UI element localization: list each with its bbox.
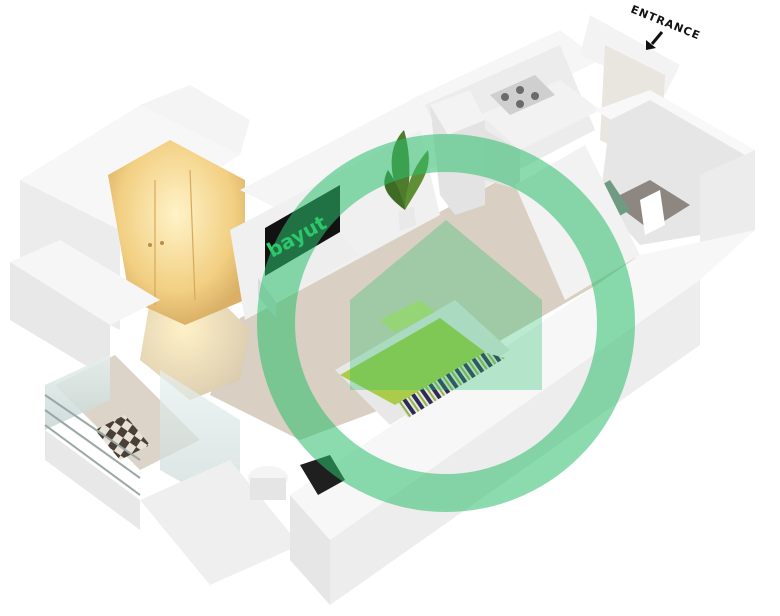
bed-pillow [380,300,435,333]
railing-bars [44,394,141,496]
kitchen-counter [480,80,600,150]
left-outer-wall-top [10,240,160,325]
closet-niche [108,140,245,325]
fridge-top [430,90,485,135]
stovetop [490,75,555,115]
closet-door-line-2 [189,169,196,301]
closet-handle-2 [160,241,164,245]
bed-green-cover [340,318,485,405]
side-table-base [250,478,286,500]
balcony-railing-left [45,355,110,430]
bayut-watermark [257,134,635,512]
front-wall-side [290,495,330,605]
balcony-railing-front [45,430,140,530]
balcony-bottom-wall [140,460,300,585]
bed-striped-cover [395,350,505,418]
closet-handle [148,243,152,247]
front-wall-top [290,230,755,540]
toilet [640,190,665,235]
left-outer-wall-side [10,262,110,380]
right-wall-side [700,150,755,255]
arrow-down-left-icon [646,31,664,50]
entrance-label: ENTRANCE [629,3,702,43]
stove-burners [501,86,539,108]
balcony-rug [95,415,150,460]
closet-back-wall-top [140,85,250,155]
